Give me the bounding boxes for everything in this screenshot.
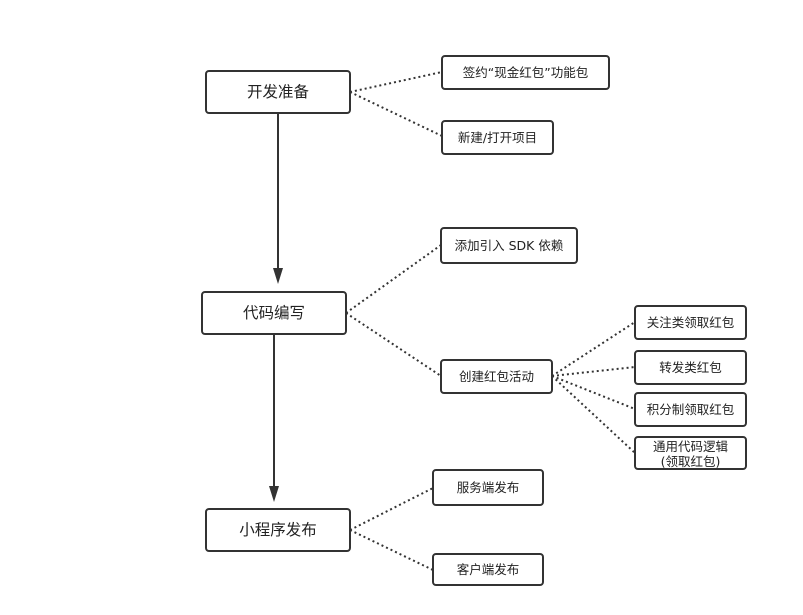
node-client-publish-label: 客户端发布 bbox=[457, 562, 520, 577]
edge-code-writing-to-create-activity bbox=[345, 312, 442, 377]
node-publish: 小程序发布 bbox=[205, 508, 351, 552]
edge-publish-to-server bbox=[349, 487, 434, 531]
node-follow-redpacket: 关注类领取红包 bbox=[634, 305, 747, 340]
edge-code-writing-to-add-sdk bbox=[345, 244, 442, 314]
node-generic-logic-label-line1: 通用代码逻辑 bbox=[653, 439, 728, 454]
node-code-writing-label: 代码编写 bbox=[243, 304, 305, 322]
node-publish-label: 小程序发布 bbox=[239, 521, 317, 539]
node-dev-prep: 开发准备 bbox=[205, 70, 351, 114]
edge-create-activity-to-generic bbox=[551, 375, 636, 454]
node-code-writing: 代码编写 bbox=[201, 291, 347, 335]
node-generic-logic: 通用代码逻辑 (领取红包) bbox=[634, 436, 747, 470]
node-create-activity-label: 创建红包活动 bbox=[459, 369, 534, 384]
node-server-publish: 服务端发布 bbox=[432, 469, 544, 506]
edge-dev-prep-to-sign-package bbox=[349, 71, 443, 93]
node-client-publish: 客户端发布 bbox=[432, 553, 544, 586]
edge-dev-prep-to-new-project bbox=[349, 91, 443, 137]
node-forward-redpacket: 转发类红包 bbox=[634, 350, 747, 385]
node-points-redpacket: 积分制领取红包 bbox=[634, 392, 747, 427]
node-server-publish-label: 服务端发布 bbox=[457, 480, 520, 495]
node-dev-prep-label: 开发准备 bbox=[247, 83, 310, 101]
node-forward-redpacket-label: 转发类红包 bbox=[659, 360, 722, 375]
node-sign-package-label: 签约“现金红包”功能包 bbox=[463, 65, 588, 80]
edge-create-activity-to-follow bbox=[551, 321, 636, 377]
edge-create-activity-to-forward bbox=[551, 366, 636, 377]
node-sign-package: 签约“现金红包”功能包 bbox=[441, 55, 610, 90]
arrow-head-to-code-writing bbox=[273, 268, 283, 284]
edge-create-activity-to-points bbox=[551, 375, 636, 410]
node-add-sdk-label: 添加引入 SDK 依赖 bbox=[455, 238, 564, 253]
main-flow-connectors bbox=[269, 113, 283, 502]
branch-connectors bbox=[345, 71, 636, 571]
node-points-redpacket-label: 积分制领取红包 bbox=[647, 402, 735, 417]
node-follow-redpacket-label: 关注类领取红包 bbox=[647, 315, 735, 330]
node-new-project-label: 新建/打开项目 bbox=[458, 130, 537, 145]
edge-publish-to-client bbox=[349, 529, 434, 571]
node-new-project: 新建/打开项目 bbox=[441, 120, 554, 155]
node-generic-logic-label-line2: (领取红包) bbox=[661, 454, 721, 469]
node-create-activity: 创建红包活动 bbox=[440, 359, 553, 394]
arrow-head-to-publish bbox=[269, 486, 279, 502]
node-add-sdk: 添加引入 SDK 依赖 bbox=[440, 227, 578, 264]
